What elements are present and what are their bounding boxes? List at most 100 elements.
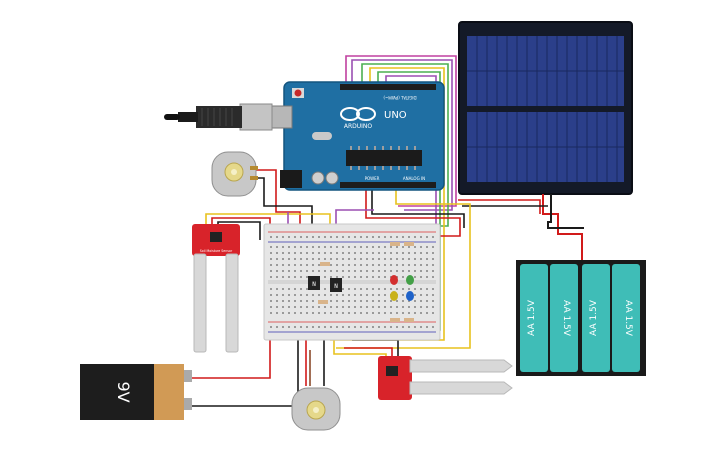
breadboard-hole [432,236,434,238]
breadboard-hole [342,306,344,308]
resistors[interactable] [318,242,414,322]
breadboard-hole [324,252,326,254]
breadboard-hole [378,312,380,314]
breadboard-hole [354,276,356,278]
breadboard-hole [294,270,296,272]
transistor-2[interactable]: N [330,278,342,292]
solar-panel[interactable] [458,21,633,195]
breadboard-hole [432,276,434,278]
breadboard-hole [324,288,326,290]
breadboard-hole [408,264,410,266]
breadboard-hole [408,270,410,272]
breadboard-hole [354,326,356,328]
breadboard-hole [426,270,428,272]
breadboard-hole [402,270,404,272]
breadboard-hole [396,312,398,314]
led-yellow[interactable] [390,291,398,301]
breadboard-hole [288,294,290,296]
breadboard-hole [288,326,290,328]
breadboard-hole [396,306,398,308]
breadboard-hole [300,300,302,302]
breadboard-hole [300,236,302,238]
breadboard-hole [276,258,278,260]
breadboard-hole [360,270,362,272]
dc-motor-bottom[interactable] [291,387,341,431]
breadboard-hole [354,270,356,272]
breadboard-hole [282,264,284,266]
breadboard-hole [414,288,416,290]
breadboard-hole [288,312,290,314]
breadboard-hole [336,246,338,248]
breadboard-hole [402,300,404,302]
breadboard-hole [282,270,284,272]
breadboard-hole [330,258,332,260]
led-red[interactable] [390,275,398,285]
breadboard-hole [330,312,332,314]
led-green[interactable] [406,275,414,285]
breadboard-hole [384,326,386,328]
breadboard-hole [288,270,290,272]
breadboard-hole [402,252,404,254]
breadboard-hole [276,306,278,308]
breadboard-hole [282,288,284,290]
breadboard-hole [390,312,392,314]
breadboard-hole [282,306,284,308]
soil-moisture-sensor-right[interactable] [378,356,513,400]
breadboard-hole [426,288,428,290]
breadboard[interactable] [263,223,441,341]
aa-battery-pack[interactable]: AA 1.5V AA 1.5V AA 1.5V AA 1.5V [516,260,646,376]
arduino-uno-board[interactable]: ARDUINO UNO DIGITAL (PWM~) POWER ANALOG … [269,81,445,191]
breadboard-hole [432,270,434,272]
breadboard-hole [282,300,284,302]
breadboard-hole [342,294,344,296]
breadboard-hole [294,312,296,314]
breadboard-hole [354,264,356,266]
arduino-power-label: POWER [365,176,380,181]
breadboard-hole [276,276,278,278]
breadboard-hole [270,300,272,302]
breadboard-hole [384,288,386,290]
breadboard-hole [288,306,290,308]
breadboard-hole [270,276,272,278]
breadboard-hole [396,270,398,272]
breadboard-hole [348,270,350,272]
breadboard-hole [312,300,314,302]
breadboard-hole [276,288,278,290]
breadboard-hole [372,288,374,290]
breadboard-hole [324,326,326,328]
breadboard-hole [420,326,422,328]
breadboard-hole [366,258,368,260]
breadboard-hole [432,246,434,248]
breadboard-hole [426,306,428,308]
breadboard-hole [306,312,308,314]
breadboard-hole [330,246,332,248]
soil-moisture-sensor-left[interactable]: Soil Moisture Sensor [192,224,240,353]
breadboard-hole [402,288,404,290]
breadboard-hole [306,258,308,260]
breadboard-hole [360,252,362,254]
breadboard-hole [318,246,320,248]
breadboard-hole [318,236,320,238]
breadboard-hole [408,288,410,290]
breadboard-hole [348,264,350,266]
breadboard-hole [408,300,410,302]
breadboard-hole [342,270,344,272]
aa-cell-2-label: AA 1.5V [561,300,571,337]
breadboard-hole [372,270,374,272]
breadboard-hole [396,300,398,302]
dc-motor-top[interactable] [211,151,258,197]
battery-9v-label: 9V [114,381,133,402]
usb-cable[interactable] [164,103,273,131]
breadboard-hole [318,270,320,272]
breadboard-hole [348,236,350,238]
breadboard-hole [390,288,392,290]
battery-9v[interactable]: 9V [80,364,192,420]
breadboard-hole [270,326,272,328]
breadboard-hole [276,270,278,272]
breadboard-hole [348,288,350,290]
breadboard-hole [420,312,422,314]
transistor-1[interactable]: N [308,276,320,290]
breadboard-hole [390,326,392,328]
svg-text:N: N [334,283,338,290]
led-blue[interactable] [406,291,414,301]
